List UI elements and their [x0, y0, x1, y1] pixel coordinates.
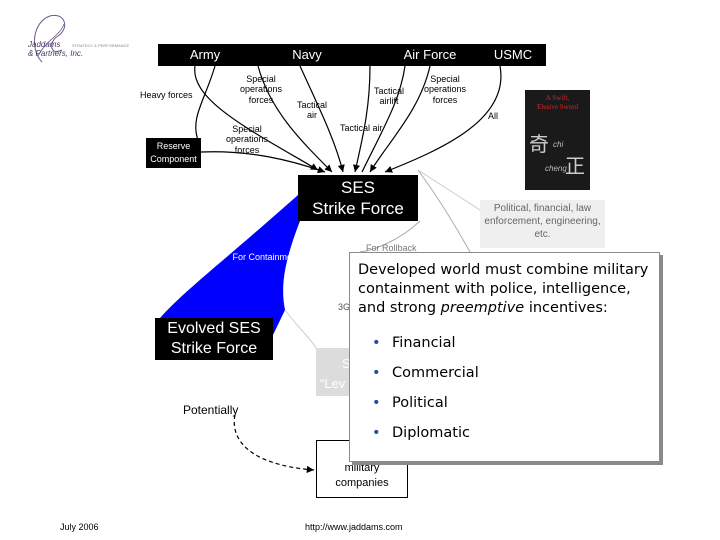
- callout-item-political: • Political: [372, 388, 651, 418]
- label-3g: 3G: [338, 302, 351, 312]
- service-bar: [158, 44, 546, 66]
- callout-list: • Financial • Commercial • Political • Diplo…: [358, 328, 651, 448]
- callout-item-diplomatic: • Diplomatic: [372, 418, 651, 448]
- rollback-region: [359, 169, 471, 253]
- arrow-army: [194, 65, 319, 171]
- bullet-icon: •: [372, 335, 381, 351]
- book-title-line1: A Swift,: [545, 94, 570, 102]
- lev-line1: S: [342, 356, 351, 371]
- label-for-rollback: For Rollback: [366, 243, 417, 253]
- arrow-af-tacair: [361, 65, 406, 173]
- containment-region: [155, 195, 300, 335]
- book-char-right: 正: [565, 156, 585, 178]
- label-tactical-air-navy: Tactical air: [296, 100, 327, 121]
- company-logo: Jaddams & Partners, Inc. STRATEGY & PERF…: [20, 10, 129, 70]
- arrow-usmc: [384, 65, 502, 173]
- footer-date: July 2006: [60, 522, 99, 532]
- label-tactical-air-af: Tactical air: [340, 123, 383, 133]
- pmc-line3: companies: [335, 477, 389, 489]
- leviathan-text: S “Lev: [320, 354, 351, 394]
- service-army: Army: [189, 47, 221, 62]
- arrow-army-heavy: [195, 65, 216, 141]
- arrow-af-sof: [369, 65, 431, 173]
- arrow-navy-sof: [257, 65, 333, 173]
- callout-intro-part1: Developed world must combine military co…: [358, 262, 649, 316]
- arrow-navy-air: [299, 65, 345, 173]
- arrow-af-airlift: [353, 65, 371, 173]
- logo-tagline: STRATEGY & PERFORMANCE: [72, 43, 130, 48]
- book-title-line2: Elusive Sword: [536, 103, 579, 111]
- bullet-icon: •: [372, 365, 381, 381]
- arrow-reserve: [200, 151, 326, 174]
- ses-line2: Strike Force: [312, 199, 404, 218]
- logo-wordmark: Jaddams & Partners, Inc.: [28, 40, 83, 58]
- pmc-line2: military: [344, 462, 380, 474]
- callout-item-label: Financial: [392, 335, 456, 351]
- callout-intro-emph: preemptive: [440, 300, 525, 316]
- callout-item-label: Commercial: [392, 365, 479, 381]
- evolved-line1: Evolved SES: [167, 320, 261, 337]
- bullet-icon: •: [372, 425, 381, 441]
- callout-intro: Developed world must combine military co…: [358, 261, 651, 318]
- callout-intro-part2: incentives:: [524, 300, 608, 316]
- ses-strike-force-box: SES Strike Force: [298, 175, 418, 221]
- label-sof-army: Special operations forces: [239, 74, 283, 105]
- callout-item-commercial: • Commercial: [372, 358, 651, 388]
- callout-item-label: Political: [392, 395, 448, 411]
- label-potentially: Potentially: [183, 403, 239, 417]
- evolved-line2: Strike Force: [170, 340, 258, 357]
- callout-item-financial: • Financial: [372, 328, 651, 358]
- label-sof-reserve-side: Special operations forces: [225, 124, 269, 155]
- callout-panel: Developed world must combine military co…: [349, 252, 660, 462]
- book-word-chi: chi: [553, 140, 564, 149]
- label-sof-airforce: Special operations forces: [423, 74, 467, 105]
- evolved-ses-strike-force-box: Evolved SES Strike Force: [155, 318, 273, 360]
- book-char-left: 奇: [529, 134, 549, 156]
- callout-item-label: Diplomatic: [392, 425, 470, 441]
- label-for-containment: For Containment: [232, 252, 300, 262]
- logo-swirl-icon: [33, 14, 66, 63]
- footer-url: http://www.jaddams.com: [305, 522, 403, 532]
- reserve-component-box: Reserve Component: [146, 138, 201, 168]
- book-word-cheng: cheng: [545, 164, 567, 173]
- book-title: A Swift, Elusive Sword: [527, 94, 588, 112]
- lev-line2: “Lev: [320, 376, 346, 391]
- label-all: All: [488, 111, 499, 121]
- bullet-icon: •: [372, 395, 381, 411]
- political-financial-box: Political, financial, law enforcement, e…: [480, 200, 605, 248]
- ses-line1: SES: [340, 178, 376, 197]
- logo-wordmark-line1: Jaddams: [28, 40, 61, 49]
- label-heavy-forces: Heavy forces: [140, 90, 193, 100]
- book-cover-image: A Swift, Elusive Sword 奇 正 chi cheng: [525, 90, 590, 190]
- service-air-force: Air Force: [403, 47, 457, 62]
- service-navy: Navy: [292, 47, 322, 62]
- arrow-potentially: [233, 414, 315, 474]
- logo-wordmark-line2: & Partners, Inc.: [28, 49, 84, 59]
- service-usmc: USMC: [493, 47, 533, 62]
- label-tactical-airlift: Tactical airlift: [373, 86, 404, 107]
